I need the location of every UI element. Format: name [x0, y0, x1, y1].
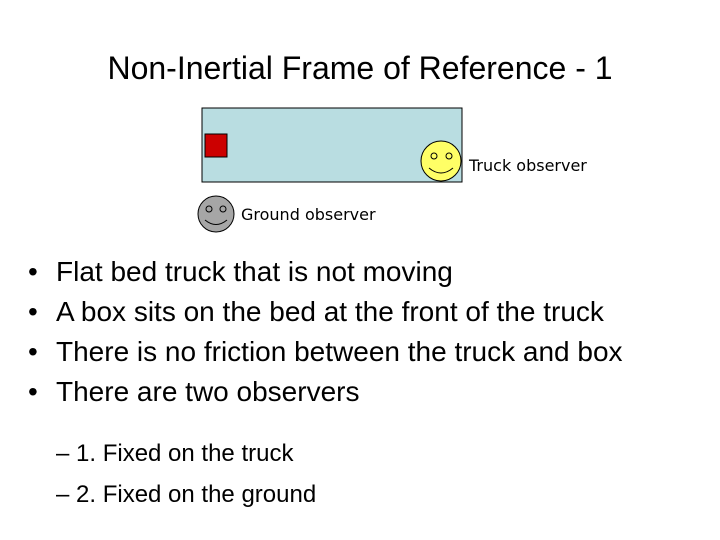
bullet-item: • There are two observers	[28, 372, 623, 412]
sub-bullet-item: – 2. Fixed on the ground	[56, 481, 317, 508]
sub-bullet-list: – 1. Fixed on the truck – 2. Fixed on th…	[56, 433, 316, 515]
truck-observer-face-icon	[420, 140, 462, 182]
slide-title: Non-Inertial Frame of Reference - 1	[107, 50, 613, 86]
truck-bed	[201, 107, 463, 183]
truck-observer-label: Truck observer	[468, 156, 587, 175]
bullet-marker: •	[28, 336, 38, 367]
bullet-list: • Flat bed truck that is not moving • A …	[28, 252, 623, 412]
bullet-text: Flat bed truck that is not moving	[56, 256, 453, 287]
bullet-text: There are two observers	[56, 376, 360, 407]
bullet-item: • There is no friction between the truck…	[28, 332, 623, 372]
bullet-item: • A box sits on the bed at the front of …	[28, 292, 623, 332]
sub-bullet-item: – 1. Fixed on the truck	[56, 440, 294, 467]
box	[204, 133, 228, 158]
bullet-marker: •	[28, 376, 38, 407]
ground-observer-label: Ground observer	[241, 205, 376, 224]
bullet-text: There is no friction between the truck a…	[56, 336, 623, 367]
bullet-text: A box sits on the bed at the front of th…	[56, 296, 604, 327]
bullet-marker: •	[28, 256, 38, 287]
bullet-marker: •	[28, 296, 38, 327]
ground-observer-face-icon	[197, 195, 235, 233]
bullet-item: • Flat bed truck that is not moving	[28, 252, 623, 292]
